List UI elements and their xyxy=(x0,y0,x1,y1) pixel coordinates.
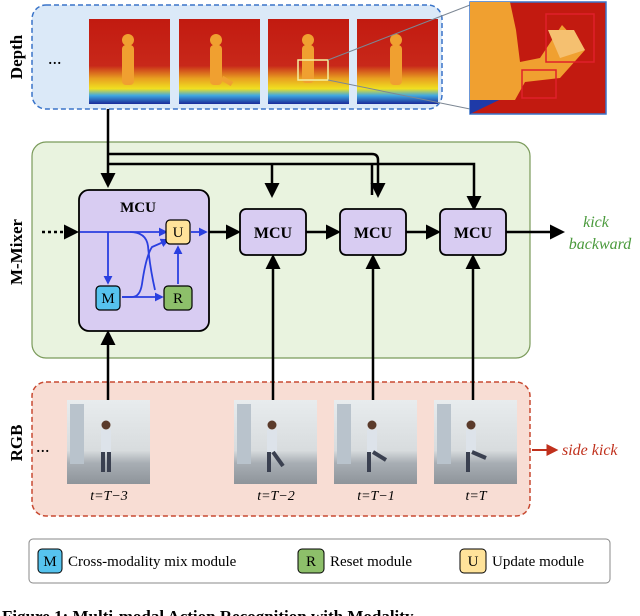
mixer-output-line1: kick xyxy=(583,214,610,231)
legend: M Cross-modality mix module R Reset modu… xyxy=(28,538,611,584)
legend-mix-letter: M xyxy=(43,554,56,570)
legend-update-text: Update module xyxy=(492,554,584,570)
depth-frame-1 xyxy=(89,19,170,104)
rgb-output-label: side kick xyxy=(562,442,618,459)
mcu-box-2: MCU xyxy=(239,208,307,256)
rgb-frame-4 xyxy=(434,400,517,484)
update-module: U xyxy=(165,219,191,245)
mcu-expanded: MCU U M R xyxy=(78,189,210,332)
mix-module: M xyxy=(95,285,121,311)
legend-update: U Update module xyxy=(459,548,584,574)
legend-update-letter: U xyxy=(468,554,479,570)
depth-frame-4 xyxy=(357,19,438,104)
time-label-3: t=T−1 xyxy=(357,489,395,504)
depth-frame-2 xyxy=(179,19,260,104)
legend-mix: M Cross-modality mix module xyxy=(37,548,237,574)
legend-reset-letter: R xyxy=(306,554,316,570)
mix-module-letter: M xyxy=(101,291,114,307)
mcu-box-4: MCU xyxy=(439,208,507,256)
update-module-letter: U xyxy=(173,225,184,241)
rgb-frame-2 xyxy=(234,400,317,484)
rgb-up-arrows xyxy=(100,254,481,400)
mcu-expanded-label: MCU xyxy=(120,200,156,216)
reset-module: R xyxy=(163,285,193,311)
mcu-box-3-label: MCU xyxy=(354,225,393,242)
reset-module-letter: R xyxy=(173,291,183,307)
rgb-frame-3 xyxy=(334,400,417,484)
depth-panel: Depth ... xyxy=(7,1,607,115)
time-label-1: t=T−3 xyxy=(90,489,128,504)
depth-bus xyxy=(100,109,482,211)
legend-mix-text: Cross-modality mix module xyxy=(68,554,237,570)
time-label-2: t=T−2 xyxy=(257,489,295,504)
time-label-4: t=T xyxy=(465,489,487,504)
mixer-output-line2: backward xyxy=(569,236,633,253)
depth-zoom-inset xyxy=(469,1,607,115)
mcu-box-3: MCU xyxy=(339,208,407,256)
legend-reset: R Reset module xyxy=(297,548,412,574)
legend-reset-text: Reset module xyxy=(330,554,412,570)
mixer-panel-label: M-Mixer xyxy=(7,219,26,286)
rgb-ellipsis: ... xyxy=(36,436,50,456)
depth-ellipsis: ... xyxy=(48,48,62,68)
mcu-box-4-label: MCU xyxy=(454,225,493,242)
mcu-box-2-label: MCU xyxy=(254,225,293,242)
depth-frame-3 xyxy=(268,19,349,104)
rgb-frame-1 xyxy=(67,400,150,484)
depth-panel-label: Depth xyxy=(7,34,26,79)
rgb-panel-label: RGB xyxy=(7,425,26,462)
figure-caption: Figure 1: Multi-modal Action Recognition… xyxy=(2,607,414,616)
